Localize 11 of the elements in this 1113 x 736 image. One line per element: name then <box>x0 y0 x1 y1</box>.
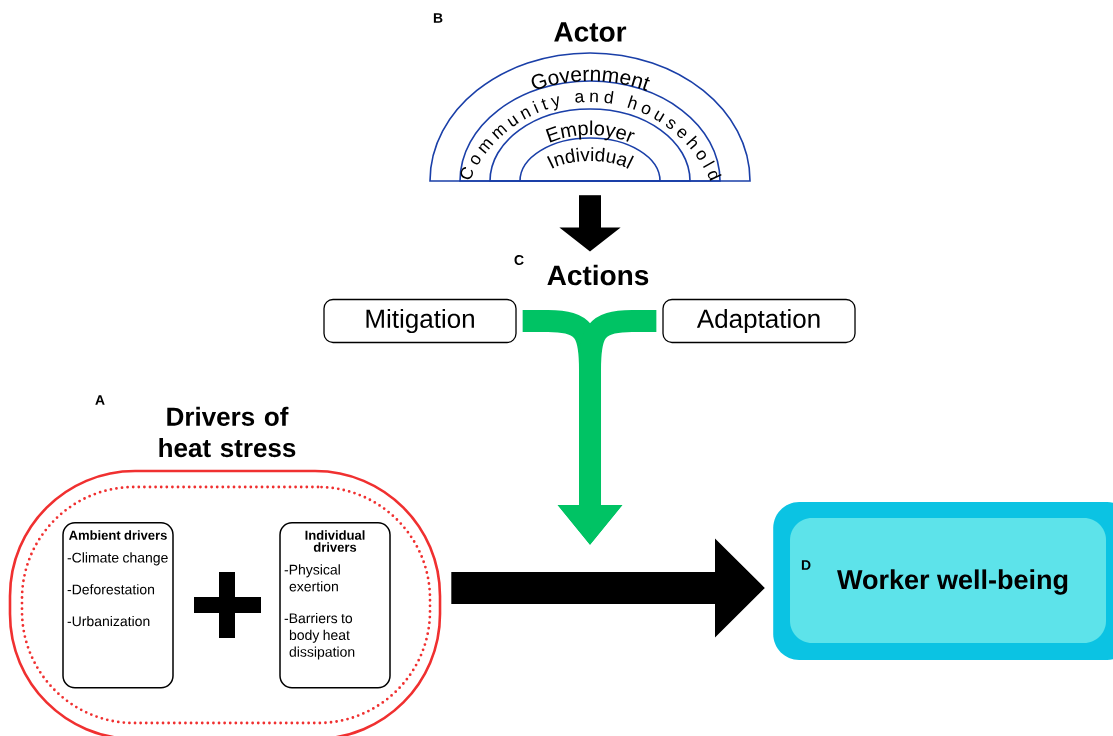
panel-letter: D <box>801 560 811 570</box>
panel-letter: A <box>95 395 105 405</box>
process-box: Adaptation <box>662 298 856 344</box>
heading: Actor <box>554 22 627 42</box>
panel-letter: C <box>514 255 524 265</box>
panel-letter: B <box>433 13 443 23</box>
node-label: Drivers of heat stress <box>159 406 296 458</box>
driver-box: Ambient drivers -Climate change -Deforestation -Urbanization <box>62 522 174 689</box>
process-box: Mitigation <box>323 298 517 344</box>
heading: Actions <box>547 264 649 286</box>
driver-box: Individual drivers -Physical exertion -Barriers to body heat dissipation <box>279 522 391 689</box>
